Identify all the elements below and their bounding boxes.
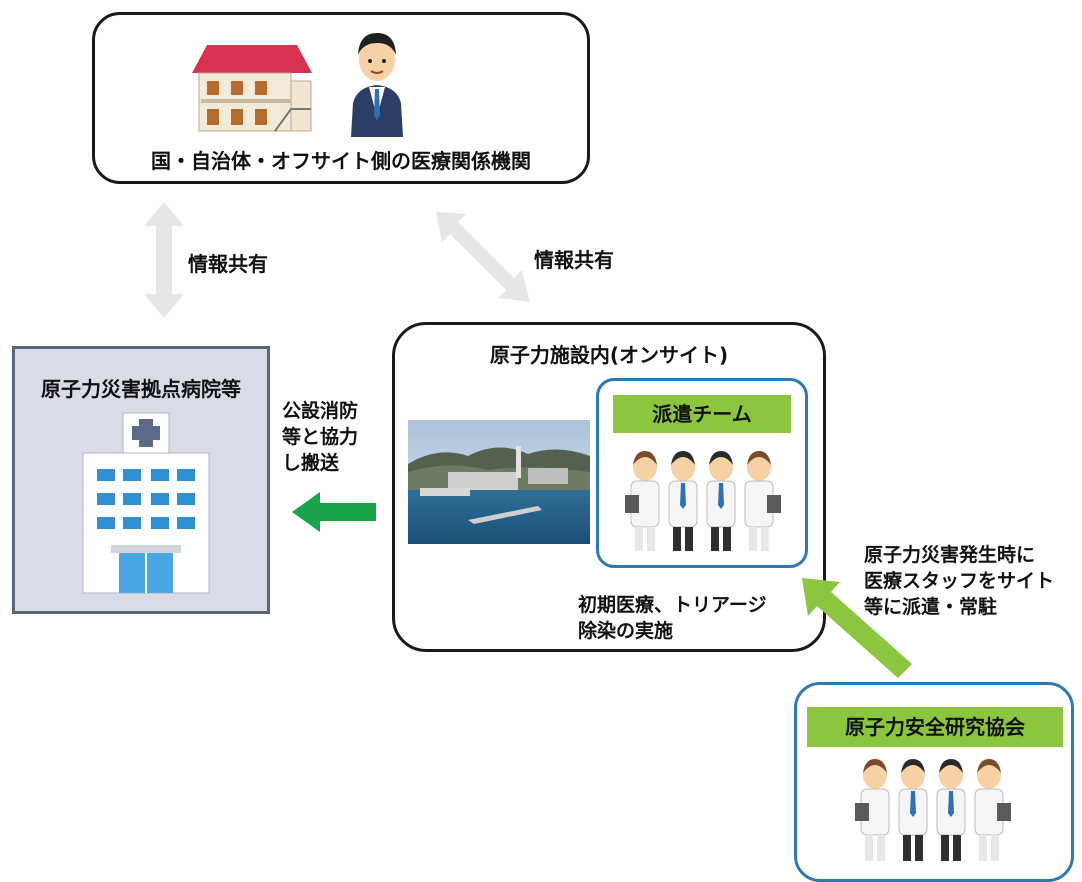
nuclear-safety-association-box: 原子力安全研究協会	[794, 682, 1074, 882]
hospital-building-icon	[82, 412, 210, 594]
offsite-organizations-label: 国・自治体・オフサイト側の医療関係機関	[151, 149, 531, 173]
transport-note: 公設消防 等と協力 し搬送	[282, 400, 359, 474]
association-staff-icon	[855, 759, 1011, 861]
info-share-arrow-right	[436, 212, 530, 302]
disaster-hospital-label: 原子力災害拠点病院等	[41, 377, 241, 401]
nuclear-safety-association-label: 原子力安全研究協会	[807, 707, 1063, 747]
info-share-label-right: 情報共有	[534, 248, 614, 272]
disaster-hospital-box: 原子力災害拠点病院等	[12, 346, 270, 614]
info-share-label-left: 情報共有	[188, 252, 268, 276]
initial-care-note: 初期医療、トリアージ 除染の実施	[578, 594, 767, 642]
building-icon	[192, 45, 312, 132]
official-person-icon	[351, 33, 403, 137]
transport-arrow	[292, 492, 376, 532]
nuclear-plant-photo	[408, 420, 590, 544]
dispatch-team-label: 派遣チーム	[613, 395, 791, 433]
dispatch-arrow	[802, 578, 912, 678]
info-share-arrow-left	[144, 202, 184, 318]
medical-staff-icon	[625, 451, 781, 551]
onsite-facility-label: 原子力施設内(オンサイト)	[489, 343, 729, 367]
dispatch-team-box: 派遣チーム	[596, 378, 808, 568]
dispatch-note: 原子力災害発生時に 医療スタッフをサイト 等に派遣・常駐	[864, 544, 1055, 618]
offsite-organizations-box: 国・自治体・オフサイト側の医療関係機関	[92, 12, 590, 184]
